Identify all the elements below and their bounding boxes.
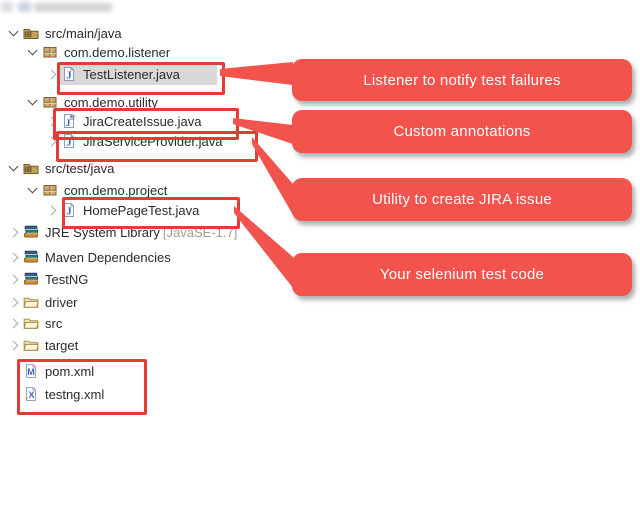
java-file-icon: J xyxy=(60,202,77,218)
package-icon xyxy=(41,44,58,60)
callout-custom-annotations: Custom annotations xyxy=(292,110,632,153)
tree-item-label: driver xyxy=(45,294,78,310)
library-icon xyxy=(22,271,39,287)
annotation-box-xml-files xyxy=(17,359,147,415)
chevron-expanded-icon[interactable] xyxy=(25,182,41,198)
callout-connector-4 xyxy=(234,206,293,288)
annotation-box-jiraserviceprovider xyxy=(56,131,258,162)
chevron-collapsed-icon[interactable] xyxy=(6,224,22,240)
tree-item-label: target xyxy=(45,337,79,353)
tree-item-label: testng.xml xyxy=(45,386,105,402)
folder-icon xyxy=(22,337,39,353)
tree-item-maven-dependencies[interactable]: Maven Dependencies xyxy=(6,248,173,266)
tree-item-label: src/main/java xyxy=(45,25,122,41)
callout-jira-utility: Utility to create JIRA issue xyxy=(292,178,632,221)
annotation-box-homepagetest xyxy=(62,197,240,229)
source-folder-icon xyxy=(22,25,39,41)
callout-label: Custom annotations xyxy=(393,123,531,140)
annotation-box-testlistener xyxy=(57,62,225,95)
chevron-expanded-icon[interactable] xyxy=(6,160,22,176)
tree-item-testng[interactable]: TestNG xyxy=(6,270,90,288)
tree-item-pom-xml[interactable]: M pom.xml xyxy=(6,362,96,380)
tree-item-label: JiraCreateIssue.java xyxy=(83,113,202,129)
annotation-glyph: @ xyxy=(69,114,76,121)
folder-icon xyxy=(22,315,39,331)
tree-item-testng-xml[interactable]: X testng.xml xyxy=(6,385,106,403)
callout-label: Utility to create JIRA issue xyxy=(372,191,552,208)
tree-item-com-demo-listener[interactable]: com.demo.listener xyxy=(25,43,172,61)
package-icon xyxy=(41,182,58,198)
selected-row-highlight xyxy=(60,64,217,85)
folder-icon xyxy=(22,294,39,310)
tree-item-label: src/test/java xyxy=(45,160,115,176)
tree-item-src[interactable]: src xyxy=(6,314,64,332)
library-icon xyxy=(22,224,39,240)
library-icon xyxy=(22,249,39,265)
java-glyph: J xyxy=(65,119,70,129)
tree-item-label: TestNG xyxy=(45,271,89,287)
java-glyph: J xyxy=(66,71,71,82)
tree-item-com-demo-project[interactable]: com.demo.project xyxy=(25,181,169,199)
blurred-project-name xyxy=(34,3,112,12)
tree-item-homepagetest-java[interactable]: J HomePageTest.java xyxy=(44,201,201,219)
tree-item-testlistener-java[interactable]: J TestListener.java xyxy=(44,65,182,83)
java-glyph: J xyxy=(66,207,71,218)
chevron-expanded-icon[interactable] xyxy=(25,44,41,60)
callout-connector-1 xyxy=(220,62,293,85)
chevron-collapsed-icon[interactable] xyxy=(6,271,22,287)
package-icon xyxy=(41,94,58,110)
tree-item-driver[interactable]: driver xyxy=(6,293,80,311)
tree-item-label: Maven Dependencies xyxy=(45,249,171,265)
java-file-icon: J xyxy=(60,66,77,82)
tree-item-label: com.demo.listener xyxy=(64,44,171,60)
chevron-collapsed-icon[interactable] xyxy=(44,202,60,218)
tree-item-src-test-java[interactable]: src/test/java xyxy=(6,159,116,177)
maven-glyph: M xyxy=(27,367,35,377)
tree-item-label: TestListener.java xyxy=(83,66,180,82)
callout-label: Listener to notify test failures xyxy=(363,71,561,89)
tree-item-target[interactable]: target xyxy=(6,336,80,354)
tree-item-src-main-java[interactable]: src/main/java xyxy=(6,24,124,42)
callout-listener: Listener to notify test failures xyxy=(292,59,632,101)
tree-item-label: com.demo.project xyxy=(64,182,168,198)
tree-item-label: HomePageTest.java xyxy=(83,202,200,218)
chevron-expanded-icon[interactable] xyxy=(25,94,41,110)
chevron-collapsed-icon[interactable] xyxy=(6,337,22,353)
java-annotation-file-icon: J@ xyxy=(60,113,77,129)
callout-label: Your selenium test code xyxy=(379,266,545,283)
blurred-project-icon xyxy=(18,2,31,12)
callout-connector-3 xyxy=(252,137,293,215)
tree-item-jiracreateissue-java[interactable]: J@ JiraCreateIssue.java xyxy=(44,112,204,130)
tree-item-label: pom.xml xyxy=(45,363,95,379)
chevron-expanded-icon[interactable] xyxy=(6,25,22,41)
source-folder-icon xyxy=(22,160,39,176)
java-glyph: J xyxy=(66,138,71,149)
chevron-collapsed-icon[interactable] xyxy=(6,294,22,310)
tree-item-com-demo-utility[interactable]: com.demo.utility xyxy=(25,93,160,111)
xml-glyph: X xyxy=(28,390,34,400)
pom-file-icon: M xyxy=(22,363,39,379)
callout-selenium-test: Your selenium test code xyxy=(292,253,632,296)
chevron-collapsed-icon[interactable] xyxy=(6,249,22,265)
tree-item-label: src xyxy=(45,315,63,331)
chevron-collapsed-icon[interactable] xyxy=(6,315,22,331)
xml-file-icon: X xyxy=(22,386,39,402)
tree-item-label: com.demo.utility xyxy=(64,94,158,110)
blurred-chevron xyxy=(1,2,13,12)
